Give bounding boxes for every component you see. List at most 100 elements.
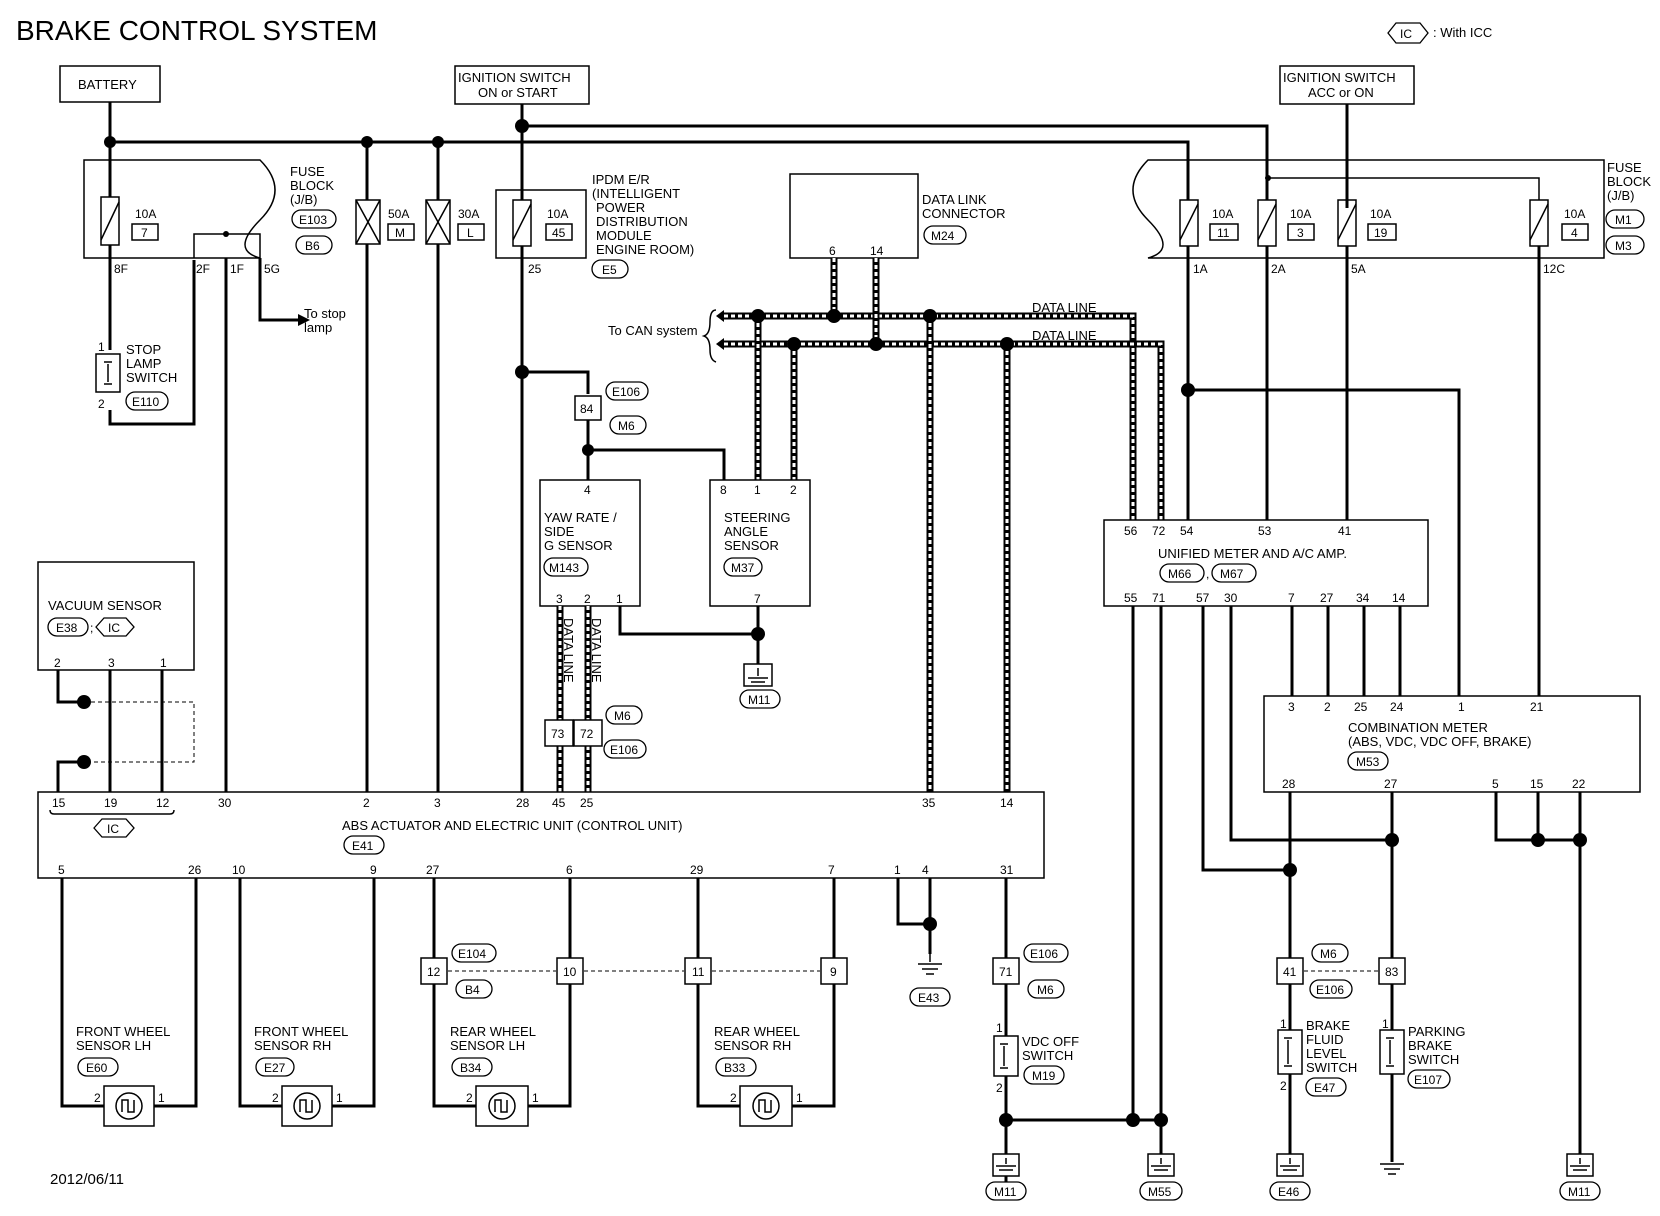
pin-steer-2: 2 — [790, 483, 797, 497]
to-stop-lamp-line1: To stop — [304, 306, 346, 321]
fuse-11-box — [1209, 223, 1239, 241]
fuse-3-box — [1287, 223, 1315, 241]
connector-e106-c: E106 — [1030, 947, 1058, 961]
front-lh-wires — [60, 878, 198, 1108]
ic-legend-symbol — [1387, 22, 1429, 44]
connector-e38: E38 — [56, 621, 78, 635]
ignition-acc-on-box — [1279, 65, 1415, 105]
switch-icon — [1284, 1037, 1292, 1067]
connector-e41: E41 — [352, 839, 374, 853]
pin-yaw-1: 1 — [616, 592, 623, 606]
fusible-link-l-box — [457, 223, 485, 241]
connector-oval — [1269, 1181, 1311, 1201]
connector-e27: E27 — [264, 1061, 286, 1075]
junction — [1385, 833, 1399, 847]
connector-oval — [605, 381, 649, 401]
front-rh-wires — [238, 878, 376, 1108]
data-line-vertical-2: DATA LINE — [589, 618, 604, 683]
fuse-block-left-line2: BLOCK — [290, 178, 334, 193]
stop-lamp-line1: STOP — [126, 342, 161, 357]
pin-abs-45: 45 — [552, 796, 566, 810]
connector-e103: E103 — [299, 213, 327, 227]
junction-71-box — [992, 957, 1020, 985]
pin-vdc-2: 2 — [996, 1081, 1003, 1095]
pin-um-54: 54 — [1180, 524, 1194, 538]
connector-oval — [1605, 209, 1645, 229]
fuse-4-rating: 10A — [1564, 207, 1585, 221]
combination-label-1: COMBINATION METER — [1348, 720, 1488, 735]
combination-meter-box — [1263, 695, 1641, 793]
pin-abs-1: 1 — [894, 863, 901, 877]
fuse-11-number: 11 — [1217, 226, 1230, 240]
fuse-3-link — [1257, 203, 1277, 241]
pin-um-30: 30 — [1224, 591, 1238, 605]
fuse-19-rating: 10A — [1370, 207, 1391, 221]
connector-oval — [455, 979, 493, 999]
fuse-block-right-line3: (J/B) — [1607, 188, 1634, 203]
pin-cm-15: 15 — [1530, 777, 1544, 791]
connector-b6: B6 — [305, 239, 320, 253]
pin-abs-2: 2 — [363, 796, 370, 810]
pin-sensor-2: 2 — [94, 1091, 101, 1105]
parking-brake-switch-body — [1379, 1029, 1405, 1075]
junction-72-box — [573, 719, 603, 747]
pin-cm-22: 22 — [1572, 777, 1586, 791]
connector-oval — [1027, 979, 1065, 999]
yaw-label-3: G SENSOR — [544, 538, 613, 553]
pin-2f: 2F — [196, 262, 210, 276]
rw-rh-line1: REAR WHEEL — [714, 1024, 800, 1039]
legend-text: : With ICC — [1433, 25, 1492, 40]
connector-oval — [909, 987, 951, 1007]
fuse-block-right-feed — [1186, 126, 1349, 200]
connector-m24: M24 — [931, 229, 955, 243]
data-link-line2: CONNECTOR — [922, 206, 1006, 221]
connector-m19: M19 — [1032, 1069, 1056, 1083]
ic-option-icon — [95, 617, 135, 637]
pin-abs-26: 26 — [188, 863, 202, 877]
pin-sensor-2: 2 — [730, 1091, 737, 1105]
pin-um-56: 56 — [1124, 524, 1138, 538]
junction-12-box — [420, 957, 448, 985]
ign-acc-on-line1: IGNITION SWITCH — [1283, 70, 1396, 85]
dlc-data-drops — [830, 258, 880, 344]
vdc-off-line2: SWITCH — [1022, 1048, 1073, 1063]
pin-cm-2: 2 — [1324, 700, 1331, 714]
rear-rh-wires — [696, 878, 836, 1108]
junction-73-box — [544, 719, 574, 747]
pin-2a: 2A — [1271, 262, 1286, 276]
connector-m53: M53 — [1356, 755, 1380, 769]
connector-oval — [47, 617, 89, 637]
junction-83-box — [1378, 957, 1406, 985]
pin-abs-30: 30 — [218, 796, 232, 810]
sensor-ground-wire — [618, 606, 760, 664]
pin-abs-15: 15 — [52, 796, 66, 810]
fuse-block-left — [83, 159, 276, 259]
fuse-45-number: 45 — [552, 226, 566, 240]
pin-pb-1: 1 — [1382, 1017, 1389, 1031]
to-stop-lamp-wire — [258, 258, 298, 322]
pin-yaw-3: 3 — [556, 592, 563, 606]
connector-oval — [591, 259, 629, 279]
junction-84-box — [574, 395, 602, 421]
switch-icon — [1000, 1043, 1008, 1069]
junction — [751, 627, 765, 641]
junction-11-box — [684, 957, 712, 985]
unified-to-combination-wires — [1290, 606, 1402, 696]
pin-um-7: 7 — [1288, 591, 1295, 605]
connector-oval — [343, 835, 385, 855]
pin-72: 72 — [580, 727, 594, 741]
rw-rh-line2: SENSOR RH — [714, 1038, 791, 1053]
battery-box — [59, 65, 161, 103]
connector-m11-c: M11 — [1568, 1185, 1591, 1199]
fuse-3-rating: 10A — [1290, 207, 1311, 221]
ground-m55-box — [1147, 1153, 1175, 1177]
brake-fluid-line2: FLUID — [1306, 1032, 1344, 1047]
data-line-label-lower: DATA LINE — [1032, 328, 1097, 343]
connector-oval — [1605, 235, 1645, 255]
pulse-icon — [494, 1099, 508, 1113]
to-can-label: To CAN system — [608, 323, 698, 338]
connector-b4: B4 — [465, 983, 480, 997]
steering-label-1: STEERING — [724, 510, 790, 525]
arrow-right-icon — [298, 314, 310, 326]
pin-abs-10: 10 — [232, 863, 246, 877]
